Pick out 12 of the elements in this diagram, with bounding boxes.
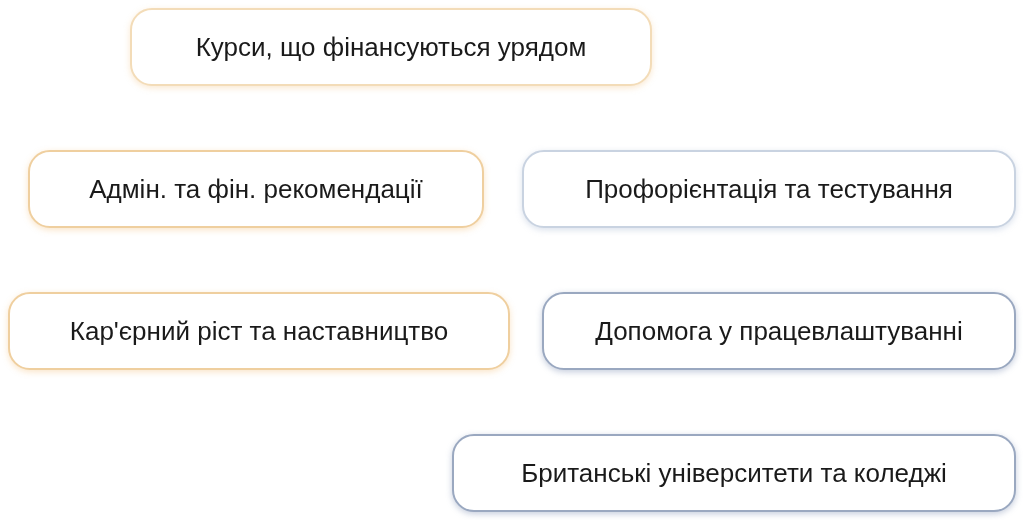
box-label: Курси, що фінансуються урядом: [195, 31, 587, 63]
box-label: Профорієнтація та тестування: [585, 173, 953, 205]
rounded-box: [522, 150, 1016, 228]
rounded-box: [28, 150, 484, 228]
rounded-box: [542, 292, 1016, 370]
box-label: Британські університети та коледжі: [521, 457, 947, 489]
box-label: Кар'єрний ріст та наставництво: [69, 315, 449, 347]
rounded-box: [130, 8, 652, 86]
rounded-box: [452, 434, 1016, 512]
box-label: Допомога у працевлаштуванні: [595, 315, 963, 347]
rounded-box: [8, 292, 510, 370]
box-label: Адмін. та фін. рекомендації: [89, 173, 423, 205]
